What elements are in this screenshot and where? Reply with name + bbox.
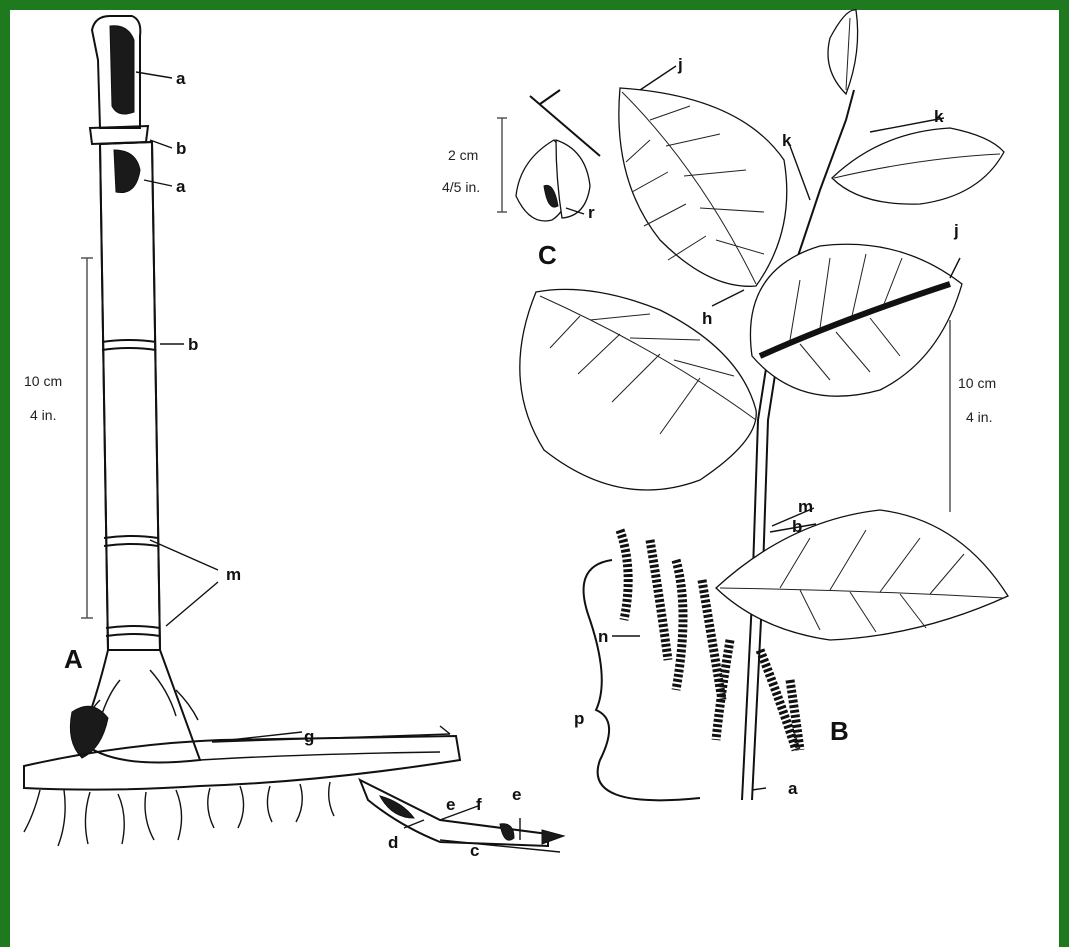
scale-C-metric: 2 cm	[448, 147, 478, 163]
scale-B-imperial: 4 in.	[966, 409, 992, 425]
label-h: h	[702, 309, 712, 328]
scale-bar-A: 10 cm 4 in.	[24, 258, 93, 618]
label-p: p	[574, 709, 584, 728]
label-f: f	[476, 795, 482, 814]
stem-illustration	[24, 16, 564, 846]
label-r: r	[588, 203, 595, 222]
label-e-left: e	[446, 795, 455, 814]
label-g: g	[304, 727, 314, 746]
label-a-sheath: a	[176, 177, 186, 196]
label-m-shoot: m	[798, 497, 813, 516]
label-j-top: j	[677, 55, 683, 74]
label-j-right: j	[953, 221, 959, 240]
label-n: n	[598, 627, 608, 646]
scale-bar-C: 2 cm 4/5 in.	[442, 118, 507, 212]
scale-C-imperial: 4/5 in.	[442, 179, 480, 195]
scale-A-imperial: 4 in.	[30, 407, 56, 423]
label-m-stem: m	[226, 565, 241, 584]
label-d: d	[388, 833, 398, 852]
shoot-illustration	[520, 10, 1008, 800]
panel-label-B: B	[830, 716, 849, 746]
label-e-right: e	[512, 785, 521, 804]
label-a-top: a	[176, 69, 186, 88]
label-k-left: k	[782, 131, 792, 150]
scale-bar-B: 10 cm 4 in.	[950, 320, 996, 512]
fruit-illustration	[516, 90, 600, 221]
label-a-shoot: a	[788, 779, 798, 798]
panel-label-A: A	[64, 644, 83, 674]
label-c: c	[470, 841, 479, 860]
scale-B-metric: 10 cm	[958, 375, 996, 391]
panel-label-C: C	[538, 240, 557, 270]
label-k-right: k	[934, 107, 944, 126]
label-b-top: b	[176, 139, 186, 158]
label-b-shoot: b	[792, 517, 802, 536]
label-b-node: b	[188, 335, 198, 354]
scale-A-metric: 10 cm	[24, 373, 62, 389]
